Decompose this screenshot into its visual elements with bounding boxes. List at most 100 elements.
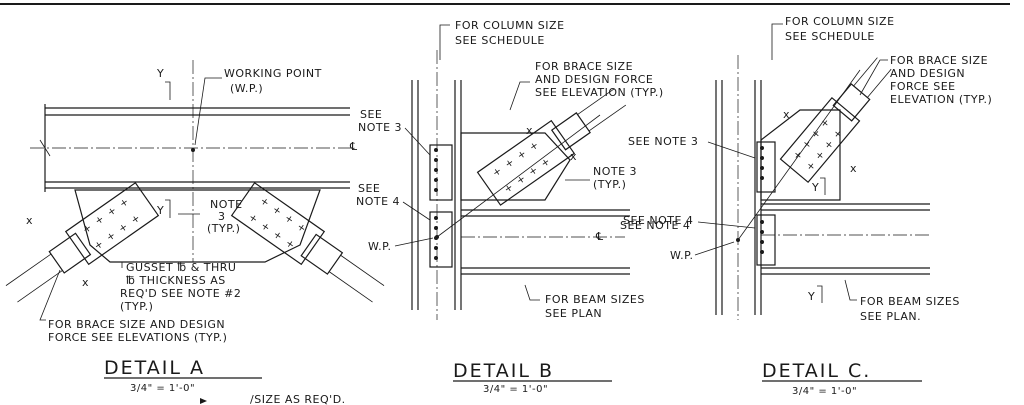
detail-c-wp: W.P. — [670, 249, 694, 262]
detail-c-see-note4: SEE NOTE 4 — [623, 214, 693, 227]
detail-c-shear-tab-lower — [756, 214, 776, 266]
detail-b-beam-line2: SEE PLAN — [545, 307, 602, 320]
detail-c-column-line2: SEE SCHEDULE — [785, 30, 875, 43]
svg-text:+: + — [118, 196, 132, 210]
detail-b-section-x2: x — [570, 150, 577, 163]
detail-a-section-y-top-arrow — [165, 81, 171, 100]
detail-a-section-y-mid-arrow — [165, 199, 171, 218]
detail-b-beam-leader — [524, 284, 540, 301]
detail-c-beam-leader — [844, 279, 857, 301]
detail-c-shear-tab-upper — [756, 141, 776, 193]
detail-c-title: DETAIL C. — [762, 360, 871, 382]
detail-b-see-note4-beam: SEE NOTE 4 — [620, 219, 690, 232]
detail-a-arrow-icon — [200, 398, 207, 404]
detail-a-brace-leader — [39, 269, 61, 321]
detail-c-brace: ++++ ++++ — [779, 57, 892, 184]
detail-c-bolts — [760, 146, 764, 254]
svg-text:+: + — [810, 127, 824, 141]
svg-text:+: + — [823, 138, 837, 152]
detail-b-bolts — [434, 148, 438, 260]
detail-c-section-y-bottom-arrow — [817, 285, 823, 303]
detail-c-working-point — [736, 238, 740, 242]
detail-b-work-line — [436, 114, 601, 238]
detail-a-section-y-top: Y — [156, 67, 164, 80]
detail-c-brace-line3: FORCE SEE — [890, 80, 956, 93]
detail-c-column-leader — [771, 23, 783, 60]
detail-b-see-note4-line2: NOTE 4 — [356, 195, 400, 208]
svg-text:+: + — [282, 213, 296, 227]
detail-c-section-y-bottom: Y — [807, 290, 815, 303]
svg-text:+: + — [528, 139, 542, 153]
svg-text:+: + — [246, 212, 260, 226]
detail-a-scale: 3/4" = 1'-0" — [130, 383, 195, 394]
detail-b-working-point — [435, 235, 439, 239]
detail-a-working-point-line2: (W.P.) — [230, 82, 263, 95]
detail-a-brace-line2: FORCE SEE ELEVATIONS (TYP.) — [48, 331, 227, 344]
detail-b-title: DETAIL B — [453, 360, 554, 382]
detail-a-gusset-line4: (TYP.) — [120, 300, 153, 313]
detail-c-brace-line1: FOR BRACE SIZE — [890, 54, 988, 67]
svg-text:+: + — [832, 127, 846, 141]
detail-c-beam-line1: FOR BEAM SIZES — [860, 295, 960, 308]
svg-text:+: + — [258, 196, 272, 210]
detail-b-see-note3-line1: SEE — [360, 108, 382, 121]
svg-text:+: + — [270, 204, 284, 218]
svg-text:+: + — [805, 159, 819, 173]
svg-text:+: + — [129, 213, 143, 227]
detail-c-section-x2: x — [850, 162, 857, 175]
detail-a-gusset-line2: ℔ THICKNESS AS — [126, 274, 226, 287]
detail-b-see-note3-line2: NOTE 3 — [358, 121, 402, 134]
detail-a-note3-line2: 3 — [218, 210, 226, 223]
svg-text:+: + — [105, 205, 119, 219]
svg-text:+: + — [93, 213, 107, 227]
detail-b-see-note4-leader — [402, 201, 431, 221]
detail-a-section-x-bottom: x — [82, 276, 89, 289]
detail-a-gusset-line1: GUSSET ℔ & THRU — [126, 261, 236, 274]
svg-text:+: + — [271, 229, 285, 243]
svg-text:+: + — [502, 182, 516, 196]
detail-a-brace-line1: FOR BRACE SIZE AND DESIGN — [48, 318, 225, 331]
svg-text:+: + — [105, 230, 119, 244]
detail-b-brace-line1: FOR BRACE SIZE — [535, 60, 633, 73]
detail-c-column-line1: FOR COLUMN SIZE — [785, 15, 895, 28]
detail-b-column — [411, 50, 462, 320]
detail-b-see-note3-leader — [404, 127, 431, 156]
detail-c-gusset-plate — [760, 109, 841, 201]
detail-b-centerline-mark: ℄ — [595, 230, 604, 243]
detail-c-brace-line2: AND DESIGN — [890, 67, 965, 80]
detail-c-section-y: Y — [811, 181, 819, 194]
detail-b-column-line2: SEE SCHEDULE — [455, 34, 545, 47]
detail-a-title: DETAIL A — [104, 357, 205, 379]
detail-b-brace-line2: AND DESIGN FORCE — [535, 73, 653, 86]
detail-a-wp-leader — [194, 77, 222, 146]
svg-text:+: + — [81, 222, 95, 236]
svg-text:+: + — [527, 164, 541, 178]
detail-b-note3-typ-line1: NOTE 3 — [593, 165, 637, 178]
detail-a-working-point-line1: WORKING POINT — [224, 67, 322, 80]
detail-c-work-line — [737, 69, 861, 241]
svg-text:+: + — [814, 149, 828, 163]
detail-b-see-note4-line1: SEE — [358, 182, 380, 195]
detail-b-wp-leader — [394, 237, 434, 247]
detail-b-brace-leader — [509, 81, 530, 111]
detail-b-beam-line1: FOR BEAM SIZES — [545, 293, 645, 306]
detail-b-wp: W.P. — [368, 240, 392, 253]
detail-b-column-line1: FOR COLUMN SIZE — [455, 19, 565, 32]
detail-c: ++++ ++++ FOR COLUMN SIZE SEE SCHEDULE F… — [623, 15, 992, 397]
svg-text:+: + — [491, 165, 505, 179]
svg-text:+: + — [259, 220, 273, 234]
svg-text:+: + — [117, 221, 131, 235]
detail-c-wp-leader — [694, 241, 735, 256]
detail-c-section-y-arrow — [820, 177, 826, 195]
detail-b-note3-typ-line2: (TYP.) — [593, 178, 626, 191]
detail-b-column-leader — [439, 24, 450, 60]
detail-a-note3-line3: (TYP.) — [207, 222, 240, 235]
detail-a: ++++ ++++ ++++ ++++ Y Y x x ℄ WORKING PO… — [5, 60, 385, 405]
detail-c-column — [715, 55, 762, 320]
detail-a-size-note: /SIZE AS REQ'D. — [250, 393, 346, 405]
svg-text:+: + — [515, 148, 529, 162]
detail-c-see-note4-leader — [697, 221, 756, 229]
svg-text:+: + — [503, 157, 517, 171]
svg-text:+: + — [283, 238, 297, 252]
